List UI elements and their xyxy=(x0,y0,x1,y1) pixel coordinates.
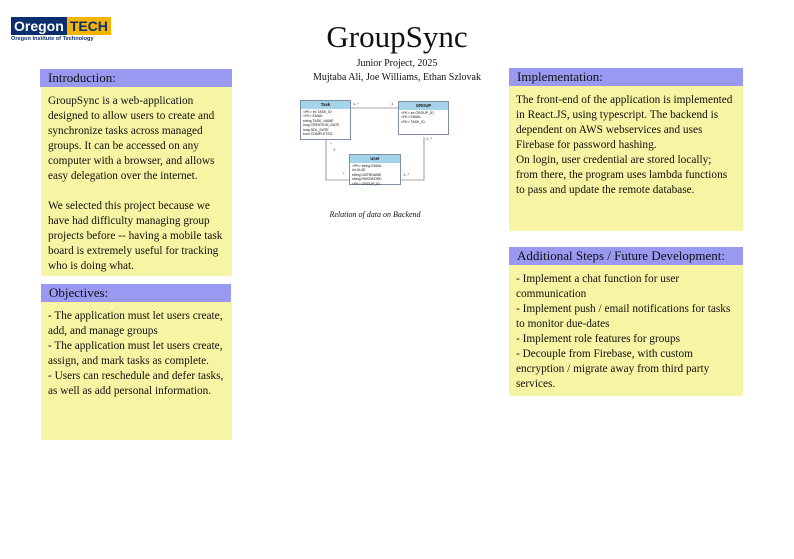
logo-word-tech: TECH xyxy=(66,17,111,35)
user-entity: User <PK> string EMAIL int UUID string U… xyxy=(349,154,401,186)
objectives-heading: Objectives: xyxy=(41,284,231,302)
introduction-heading: Introduction: xyxy=(40,69,232,87)
entity-field: long CREATION_DATE xyxy=(303,123,340,128)
entity-field: <PK> int TASK_ID xyxy=(303,110,332,114)
project-subtitle: Junior Project, 2025 xyxy=(356,58,438,69)
entity-field: <FK> GROUP_ID xyxy=(352,181,380,186)
cardinality-label: 1..* xyxy=(353,101,360,106)
future-line: - Implement a chat function for user com… xyxy=(516,273,680,300)
cardinality-label: 1 xyxy=(391,101,394,106)
entity-field: <FK> EMAIL xyxy=(303,114,324,119)
cardinality-label: * xyxy=(330,141,332,146)
implementation-section: The front-end of the application is impl… xyxy=(509,86,743,231)
entity-field: string TASK_NAME xyxy=(303,118,334,123)
future-development-section: - Implement a chat function for user com… xyxy=(509,265,743,396)
entity-field: <FK> TASK_ID xyxy=(401,119,425,124)
introduction-section: GroupSync is a web-application designed … xyxy=(41,87,232,276)
future-line: - Implement push / email notifications f… xyxy=(516,303,731,330)
objective-line: - Users can reschedule and defer tasks, … xyxy=(48,370,224,397)
diagram-caption: Relation of data on Backend xyxy=(329,210,421,219)
future-line: - Implement role features for groups xyxy=(516,333,681,345)
authors: Mujtaba Ali, Joe Williams, Ethan Szlovak xyxy=(312,72,481,83)
entity-field: <PK> int GROUP_ID xyxy=(401,111,434,115)
implementation-line: The front-end of the application is impl… xyxy=(516,94,733,151)
implementation-heading: Implementation: xyxy=(509,68,743,86)
entity-field: <FK> EMAIL xyxy=(401,115,422,120)
page-title: GroupSync xyxy=(326,19,468,54)
logo-subtitle: Oregon Institute of Technology xyxy=(11,36,94,42)
task-entity: Task <PK> int TASK_ID <FK> EMAIL string … xyxy=(300,100,351,140)
entity-field: <PK> string EMAIL xyxy=(352,164,382,168)
entity-field: string USERNAME xyxy=(352,172,382,177)
future-line: - Decouple from Firebase, with custom en… xyxy=(516,348,710,390)
user-entity-name: User xyxy=(350,155,400,163)
objective-line: - The application must let users create,… xyxy=(48,310,223,337)
task-entity-name: Task xyxy=(301,101,350,109)
group-entity: GROUP <PK> int GROUP_ID <FK> EMAIL <FK> … xyxy=(398,101,449,135)
entity-field: bool COMPLETED xyxy=(303,132,333,137)
group-entity-name: GROUP xyxy=(399,102,448,110)
entity-field: int UUID xyxy=(352,168,366,173)
implementation-line: On login, user credential are stored loc… xyxy=(516,154,728,196)
entity-field: long DDL_DATE xyxy=(303,127,329,132)
task-user-connector xyxy=(325,138,350,181)
future-development-heading: Additional Steps / Future Development: xyxy=(509,247,743,265)
oregon-tech-logo: Oregon TECH Oregon Institute of Technolo… xyxy=(11,17,111,44)
logo-word-oregon: Oregon xyxy=(11,17,67,35)
objective-line: - The application must let users create,… xyxy=(48,340,223,367)
entity-field: string PASSWORD xyxy=(352,177,382,182)
diagram-connectors xyxy=(325,107,425,181)
cardinality-label: 1..* xyxy=(426,136,433,141)
backend-relation-diagram: Task <PK> int TASK_ID <FK> EMAIL string … xyxy=(299,98,451,186)
group-user-connector xyxy=(401,137,425,181)
introduction-paragraph-2: We selected this project because we have… xyxy=(48,200,223,272)
cardinality-label: * xyxy=(343,171,345,176)
introduction-paragraph-1: GroupSync is a web-application designed … xyxy=(48,95,215,182)
cardinality-label: 1 xyxy=(333,147,336,152)
cardinality-label: 1..* xyxy=(403,172,410,177)
objectives-section: - The application must let users create,… xyxy=(41,302,232,440)
